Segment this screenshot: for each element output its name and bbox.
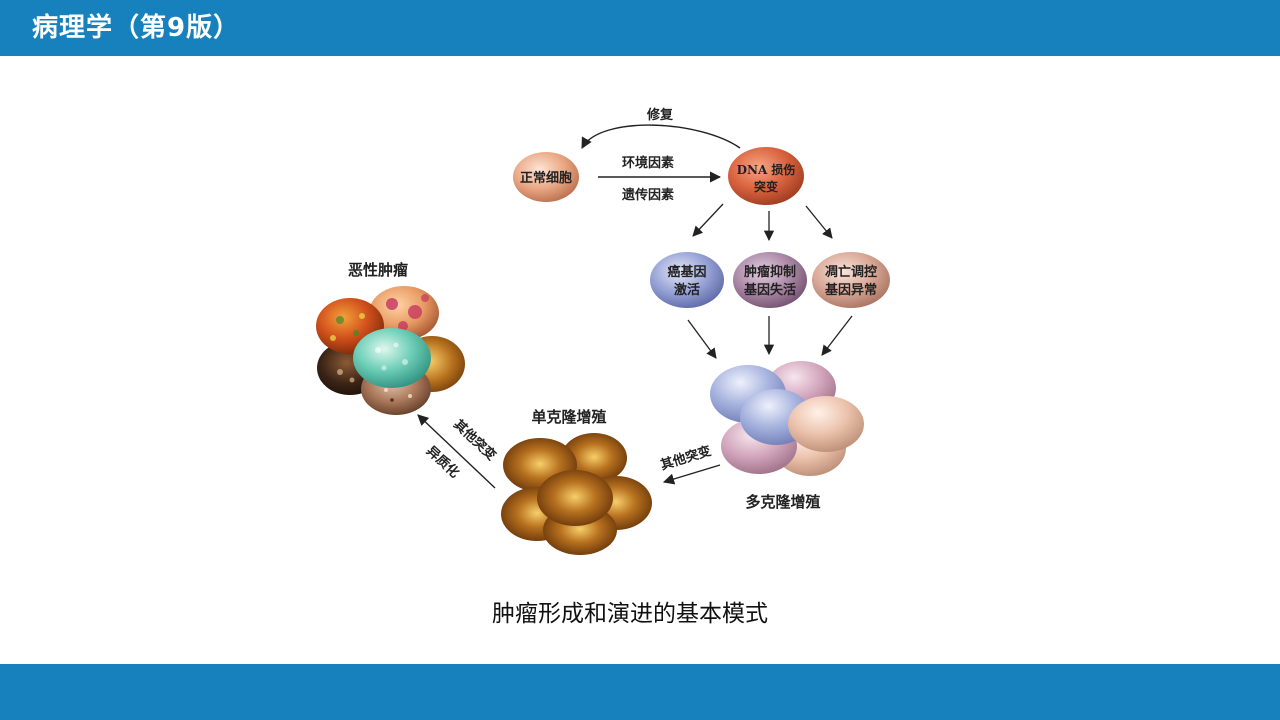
suppressor-label-line1: 肿瘤抑制 [744,264,796,280]
apoptosis-to-polyclonal-arrow [821,315,853,356]
monoclonal-label: 单克隆增殖 [531,408,606,426]
oncogene-to-polyclonal-arrow [687,319,717,359]
figure-caption: 肿瘤形成和演进的基本模式 [492,601,768,627]
dna-damage-node: DNA 损伤 突变 [728,147,804,205]
malignant-label: 恶性肿瘤 [348,261,408,279]
repair-label: 修复 [646,107,674,123]
normal-cell-node: 正常细胞 [513,152,579,202]
monoclonal-cluster [501,433,652,555]
apoptosis-label-line2: 基因异常 [824,282,877,298]
suppressor-node: 肿瘤抑制 基因失活 [733,252,807,308]
apoptosis-label-line1: 凋亡调控 [825,264,877,280]
polyclonal-cluster [710,361,864,476]
monoclonal-to-malignant-arrow [417,414,496,489]
header-bar: 病理学（第9版） [0,0,1280,56]
other-mutation-label-2: 其他突变 [450,416,499,463]
tumor-progression-diagram: 修复 正常细胞 环境因素 遗传因素 DNA 损伤 突变 癌基因 激活 肿瘤抑制 … [316,107,890,555]
malignant-cluster [316,286,465,415]
normal-cell-label: 正常细胞 [520,170,572,186]
heredity-label: 遗传因素 [621,187,674,203]
apoptosis-node: 凋亡调控 基因异常 [812,252,890,308]
dna-to-apoptosis-arrow [805,205,833,239]
oncogene-label-line1: 癌基因 [667,264,706,280]
other-mutation-label-1: 其他突变 [659,443,713,474]
repair-arrow [581,124,741,149]
environment-label: 环境因素 [622,155,674,171]
suppressor-label-line2: 基因失活 [743,282,796,298]
dna-damage-label-line2: 突变 [754,179,778,194]
slide-title: 病理学（第9版） [32,13,241,43]
polyclonal-to-monoclonal-arrow [662,464,721,485]
dna-damage-label-line1: DNA 损伤 [737,162,796,177]
heterogeneity-label: 异质化 [423,443,462,481]
oncogene-node: 癌基因 激活 [650,252,724,308]
oncogene-label-line2: 激活 [674,282,700,298]
footer-bar [0,664,1280,720]
dna-to-oncogene-arrow [692,203,724,237]
polyclonal-label: 多克隆增殖 [745,493,820,511]
